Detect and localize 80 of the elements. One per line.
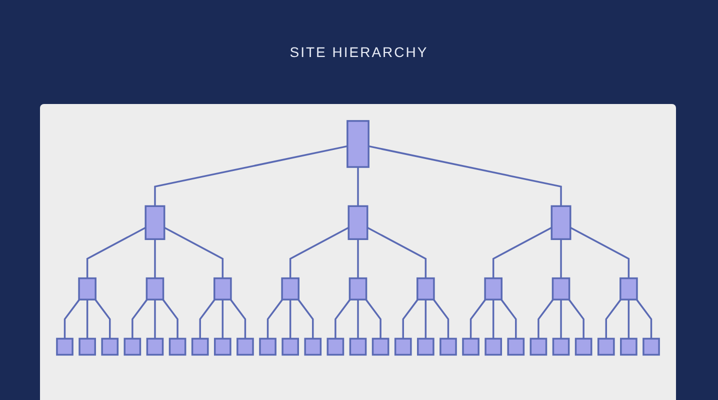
connector <box>538 299 554 339</box>
node-box <box>281 277 300 300</box>
node-box <box>348 205 368 240</box>
node-box <box>620 338 638 356</box>
connector <box>568 299 584 339</box>
node-box <box>372 338 390 356</box>
node-box <box>349 338 367 356</box>
node-box <box>462 338 480 356</box>
connector <box>334 299 351 339</box>
connector <box>560 300 562 339</box>
node-box <box>574 338 592 356</box>
node-box <box>552 338 570 356</box>
node-box <box>507 338 525 356</box>
connector <box>64 299 80 339</box>
connector <box>164 226 224 278</box>
node-box <box>417 338 434 356</box>
node-box <box>530 338 548 356</box>
node-box <box>214 338 232 356</box>
connector <box>230 299 246 339</box>
connector <box>636 299 652 339</box>
node-box <box>78 277 96 300</box>
node-box <box>597 338 615 356</box>
connector <box>470 299 486 339</box>
connector <box>154 145 348 206</box>
node-box <box>394 338 412 356</box>
node-box <box>416 277 435 300</box>
connector <box>570 226 630 278</box>
node-box <box>484 277 502 300</box>
connector <box>162 299 178 339</box>
connector <box>154 239 156 278</box>
node-box <box>101 338 119 356</box>
node-box <box>168 338 186 356</box>
node-box <box>236 338 254 356</box>
node-box <box>346 120 370 168</box>
node-box <box>144 205 166 240</box>
connector <box>357 239 359 278</box>
connector <box>492 300 494 339</box>
connector <box>365 299 382 339</box>
node-box <box>146 338 164 356</box>
title: SITE HIERARCHY <box>288 44 430 60</box>
node-box <box>326 338 344 356</box>
connector <box>357 167 359 206</box>
node-box <box>124 338 142 356</box>
connector <box>289 226 350 278</box>
connector <box>366 226 427 278</box>
node-box <box>56 338 74 356</box>
connector <box>368 145 562 206</box>
connector <box>298 299 314 339</box>
node-box <box>642 338 660 356</box>
connector <box>86 300 88 339</box>
connector <box>560 239 562 278</box>
node-box <box>440 338 457 356</box>
connector <box>94 299 111 339</box>
connector <box>605 299 622 339</box>
connector <box>402 299 418 339</box>
connector <box>289 300 292 339</box>
node-box <box>620 277 638 300</box>
node-box <box>348 277 368 300</box>
connector <box>357 300 359 339</box>
node-box <box>282 338 299 356</box>
connector <box>424 300 427 339</box>
connector <box>199 299 216 339</box>
connector <box>628 300 630 339</box>
node-box <box>191 338 209 356</box>
node-box <box>259 338 276 356</box>
node-box <box>552 277 570 300</box>
connector <box>492 226 552 278</box>
node-box <box>78 338 96 356</box>
connector <box>222 300 224 339</box>
node-box <box>304 338 322 356</box>
connector <box>86 226 146 278</box>
connector <box>500 299 517 339</box>
node-box <box>146 277 164 300</box>
node-box <box>550 205 572 240</box>
connector <box>266 299 284 339</box>
connector <box>432 299 450 339</box>
connector <box>132 299 148 339</box>
node-box <box>214 277 232 300</box>
connector <box>154 300 156 339</box>
node-box <box>484 338 502 356</box>
